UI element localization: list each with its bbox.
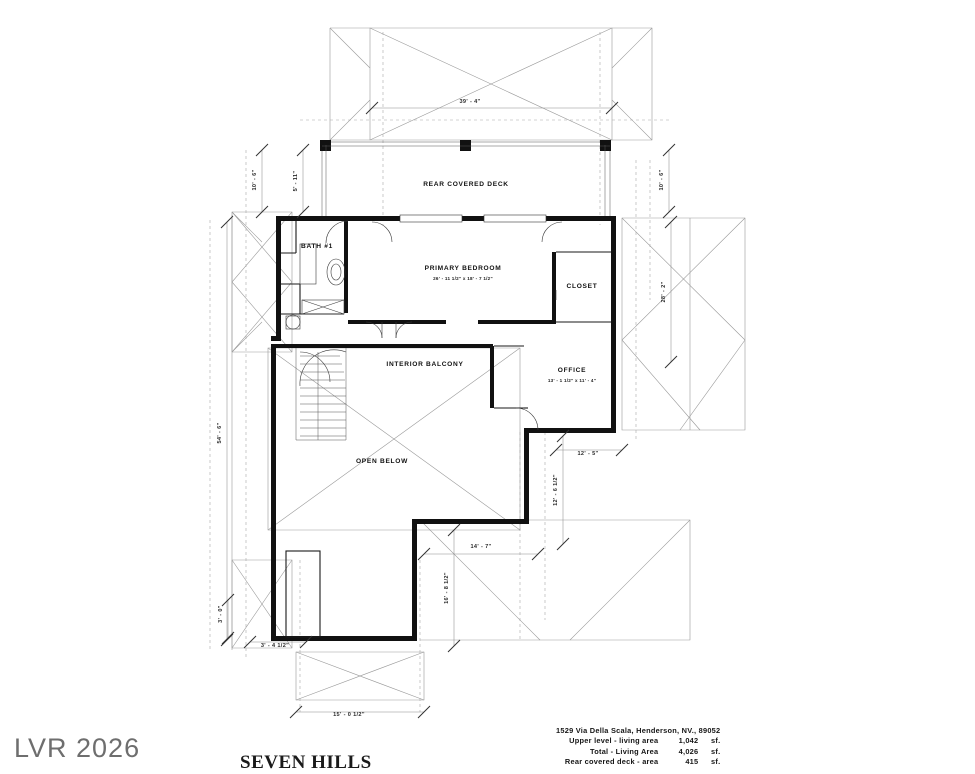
dimension-label-overall-depth: 54' - 6" — [217, 422, 223, 443]
dimension-label-lower-right-depth: 12' - 6 1/2" — [553, 474, 559, 506]
room-dim-office: 13' - 1 1/2" x 11' - 4" — [548, 378, 596, 383]
info-label-upper-level: Upper level - living area — [569, 736, 659, 746]
structure-walls — [271, 216, 616, 641]
dimension-label-right-deck-offset: 10' - 6" — [659, 169, 665, 190]
info-row-total-living: Total - Living Area 4,026 sf. — [556, 747, 720, 757]
info-label-total-living: Total - Living Area — [590, 746, 659, 756]
room-label-primary-bedroom: PRIMARY BEDROOM — [425, 265, 502, 272]
info-unit-rear-deck: sf. — [711, 757, 721, 767]
dimension-label-deck-inset: 5' - 11" — [293, 171, 299, 192]
info-row-rear-deck: Rear covered deck - area 415 sf. — [556, 757, 720, 767]
room-labels: REAR COVERED DECK BATH #1 PRIMARY BEDROO… — [301, 181, 597, 465]
dimension-label-bottom-width: 15' - 0 1/2" — [333, 712, 365, 718]
dimension-label-bottom-left-width: 3' - 4 1/2" — [261, 643, 289, 649]
dimension-label-right-depth: 28' - 2" — [661, 281, 667, 302]
openings-and-doors — [325, 214, 563, 431]
room-label-rear-covered-deck: REAR COVERED DECK — [423, 181, 509, 188]
info-row-upper-level: Upper level - living area 1,042 sf. — [556, 736, 720, 746]
dimension-label-bottom-left-offset: 3' - 0" — [218, 605, 224, 623]
bath-fixtures — [285, 243, 346, 330]
info-value-upper-level: 1,042 — [678, 736, 699, 746]
watermark-lvr: LVR 2026 — [14, 733, 141, 763]
property-address: 1529 Via Della Scala, Henderson, NV., 89… — [556, 726, 721, 735]
brand-title: SEVEN HILLS — [240, 752, 372, 773]
room-label-office: OFFICE — [558, 367, 586, 374]
roof-outline-group — [209, 27, 746, 712]
room-label-bath-1: BATH #1 — [301, 243, 333, 250]
staircase — [295, 348, 347, 441]
dimension-label-left-deck-offset: 10' - 6" — [252, 169, 258, 190]
info-label-rear-deck: Rear covered deck - area — [564, 757, 659, 767]
info-value-total-living: 4,026 — [678, 746, 699, 756]
room-dim-primary-bedroom: 26' - 11 1/2" x 18' - 7 1/2" — [433, 276, 493, 281]
info-unit-total-living: sf. — [711, 746, 721, 756]
dimension-lines — [220, 101, 678, 719]
room-label-interior-balcony: INTERIOR BALCONY — [386, 361, 463, 368]
dimension-label-office-width: 12' - 5" — [577, 451, 598, 457]
dimension-label-lower-width: 14' - 7" — [470, 544, 491, 550]
info-unit-upper-level: sf. — [711, 736, 721, 746]
info-value-rear-deck: 415 — [685, 757, 699, 767]
room-label-closet: CLOSET — [567, 283, 598, 290]
dimension-label-overall-width: 39' - 4" — [459, 99, 480, 105]
room-label-open-below: OPEN BELOW — [356, 458, 408, 465]
dimension-label-lower-depth: 16' - 8 1/2" — [444, 572, 450, 604]
dimension-labels: 39' - 4" 10' - 6" 5' - 11" 10' - 6" 28' … — [217, 99, 667, 718]
project-info-block: 1529 Via Della Scala, Henderson, NV., 89… — [556, 726, 720, 768]
rear-covered-deck — [320, 140, 611, 221]
